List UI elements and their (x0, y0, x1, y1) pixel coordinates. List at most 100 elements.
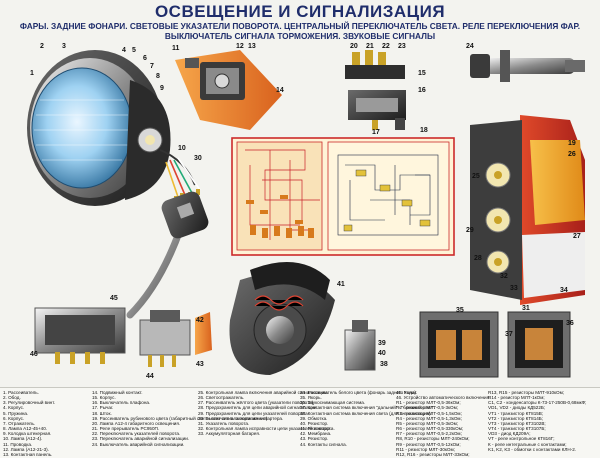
callout-14: 14 (276, 87, 284, 94)
legend-entry: 8. Лампа А12-45+40. (3, 426, 48, 432)
callout-16: 16 (418, 87, 426, 94)
poster-subtitle-line-2: ВЫКЛЮЧАТЕЛЬ СИГНАЛА ТОРМОЖЕНИЯ. ЗВУКОВЫЕ… (164, 31, 436, 41)
callout-17: 17 (372, 129, 380, 136)
legend-entry: 35. Якорь. (300, 395, 322, 401)
callout-7: 7 (150, 63, 154, 70)
legend-entry: 12. Лампа (А12-21-3). (3, 446, 49, 452)
legend-entry: 45. Рычаг. (396, 390, 418, 395)
legend-entry: 28. Предохранитель для цепи аварийной си… (198, 405, 318, 411)
callout-35: 35 (456, 307, 464, 314)
legend-entry: R8, R10 - резисторы МЛТ-240кОм; (396, 436, 470, 442)
callout-23: 23 (398, 43, 406, 50)
legend-entry: 42. Мембрана. (300, 431, 332, 437)
callout-6: 6 (143, 55, 147, 62)
legend-entry: 10. Лампа (А12-4). (3, 436, 43, 442)
legend-entry: VT2 - транзистор КТ814Б; (488, 415, 544, 421)
callout-34: 34 (560, 287, 568, 294)
legend-entry: 29. Предохранитель для цепи указателей п… (198, 410, 309, 416)
legend-entry: 17. Рычаг. (92, 405, 114, 411)
callout-24: 24 (466, 43, 474, 50)
legend-entry: 27. Рассеиватель жёлтого цвета (указател… (198, 400, 315, 406)
legend-column-4: 34. Рассеиватель белого цвета (фонарь за… (300, 390, 435, 447)
poster-title: ОСВЕЩЕНИЕ И СИГНАЛИЗАЦИЯ (154, 2, 446, 21)
legend-entry: 19. Рассеиватель рубинового цвета (габар… (92, 415, 269, 421)
legend-entry: VT3 - транзистор КТ3102В; (488, 420, 546, 426)
legend-entry: 30. Выключатель зажигания и стартера. (198, 415, 284, 421)
legend-entry: 13. Контактная панель. (3, 451, 53, 457)
legend-panel: 1. Рассеиватель.2. Обод.3. Регулировочны… (0, 387, 600, 458)
legend-entry: 3. Регулировочный винт. (3, 400, 56, 406)
callout-39: 39 (378, 340, 386, 347)
callout-2: 2 (40, 43, 44, 50)
callout-10: 10 (178, 145, 186, 152)
legend-entry: C1, C2 - конденсаторы К-73-17-250В-0,68м… (488, 400, 587, 406)
legend-entry: R3 - резистор МЛТ-0,5-1,5кОм; (396, 410, 462, 416)
callout-43: 43 (196, 361, 204, 368)
callout-3: 3 (62, 43, 66, 50)
hazard-switch (139, 310, 212, 367)
legend-column-2: 14. Подвижный контакт.15. Корпус.16. Вык… (92, 390, 269, 447)
callout-4: 4 (122, 47, 126, 54)
callout-42: 42 (196, 317, 204, 324)
legend-entry: VT - реле контрольное КТ816Г; (488, 436, 555, 442)
callout-13: 13 (248, 43, 256, 50)
legend-entry: 34. Рассеиватель белого цвета (фонарь за… (300, 390, 418, 395)
legend-entry: R4 - резистор МЛТ-0,5-1,3кОм; (396, 415, 462, 421)
rear-lamp-assembly (470, 115, 585, 305)
callout-20: 20 (350, 43, 358, 50)
relay-assembly (419, 311, 571, 378)
legend-entry: 4. Корпус. (3, 405, 25, 411)
legend-entry: 46. Устройство автоматического включения… (396, 395, 491, 401)
callout-9: 9 (160, 85, 164, 92)
legend-entry: 9. Колодка штекерная. (3, 431, 52, 437)
callout-37: 37 (505, 331, 513, 338)
brake-switch-connector (345, 50, 406, 130)
legend-entry: R11 - резистор МЛТ-30кОм; (396, 446, 455, 452)
legend-column-3: 25. Контрольная лампа включения аварийно… (198, 390, 335, 436)
callout-28: 28 (474, 255, 482, 262)
legend-entry: R13, R15 - резисторы МЛТ-910кОм; (488, 390, 565, 395)
legend-entry: 20. Лампа А12-4 габаритного освещения. (92, 420, 181, 426)
legend-entry: К - реле интегральные с контактами; (488, 441, 567, 447)
legend-entry: 25. Контрольная лампа включения аварийно… (198, 390, 329, 395)
callout-labels: 1 2 3 4 5 6 7 8 9 10 11 12 13 14 15 16 1… (30, 43, 581, 380)
legend-entry: 39. Обмотка. (300, 415, 328, 421)
callout-44: 44 (146, 373, 154, 380)
callout-41: 41 (337, 281, 345, 288)
legend-entry: 31. Указатель поворота. (198, 420, 250, 426)
legend-entry: K1, K2, K3 - обмотки с контактами КЛН-2. (488, 446, 577, 452)
legend-entry: R7 - резистор МЛТ-0,5-2,2кОм; (396, 431, 462, 437)
callout-32: 32 (500, 273, 508, 280)
callout-33: 33 (510, 285, 518, 292)
callout-29: 29 (466, 227, 474, 234)
poster-subtitle-line-1: ФАРЫ. ЗАДНИЕ ФОНАРИ. СВЕТОВЫЕ УКАЗАТЕЛИ … (19, 21, 581, 31)
legend-column-1: 1. Рассеиватель.2. Обод.3. Регулировочны… (3, 390, 55, 457)
legend-entry: 5. Пружина. (3, 410, 29, 416)
callout-12: 12 (236, 43, 244, 50)
callout-38: 38 (380, 361, 388, 368)
legend-entry: VT1 - транзистор КТ815В; (488, 410, 544, 416)
callout-1: 1 (30, 70, 34, 77)
legend-entry: 23. Переключатель аварийной сигнализации… (92, 436, 190, 442)
headlamp-assembly (27, 50, 201, 206)
legend-entry: 11. Проводка. (3, 441, 33, 447)
legend-entry: 6. Корпус. (3, 415, 25, 421)
callout-25: 25 (472, 173, 480, 180)
legend-entry: 16. Выключатель плафона. (92, 400, 151, 406)
legend-entry: R1 - резистор МЛТ-0,5-36кОм; (396, 400, 461, 406)
legend-column-6: R13, R15 - резисторы МЛТ-910кОм;R14 - ре… (488, 390, 586, 452)
legend-entry: R14 - резистор МЛТ-1кОм; (488, 395, 545, 401)
legend-entry: 41. Резонатор. (300, 426, 332, 432)
callout-21: 21 (366, 43, 374, 50)
circuit-diagram-panel (231, 137, 455, 256)
callout-36: 36 (566, 320, 574, 327)
callout-26: 26 (568, 151, 576, 158)
horn-assembly (229, 262, 376, 375)
legend-entry: 18. Шток. (92, 410, 112, 416)
callout-27: 27 (573, 233, 581, 240)
callout-15: 15 (418, 70, 426, 77)
legend-entry: 33. Аккумуляторная батарея. (198, 431, 261, 437)
legend-entry: 15. Корпус. (92, 395, 116, 401)
callout-18: 18 (420, 127, 428, 134)
legend-entry: R12, R16 - резисторы МЛТ-33кОм; (396, 451, 470, 457)
